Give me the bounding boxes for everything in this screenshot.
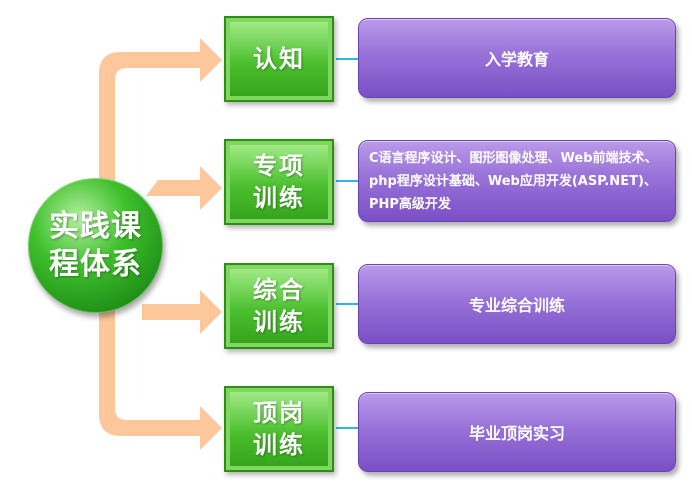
stage-comprehensive-training: 综合训练 [224,263,334,349]
stage-cognition: 认知 [224,16,334,102]
arrow-to-stage-2 [146,166,222,210]
detail-comprehensive-training: 专业综合训练 [358,264,676,344]
detail-internship-training: 毕业顶岗实习 [358,392,676,472]
arrow-to-stage-3 [142,290,222,334]
detail-cognition: 入学教育 [358,18,676,98]
detail-specialized-training: C语言程序设计、图形图像处理、Web前端技术、php程序设计基础、Web应用开发… [358,140,676,222]
stage-specialized-training: 专项训练 [224,139,334,225]
stage-internship-training: 顶岗训练 [224,386,334,472]
root-node: 实践课程体系 [28,178,163,313]
